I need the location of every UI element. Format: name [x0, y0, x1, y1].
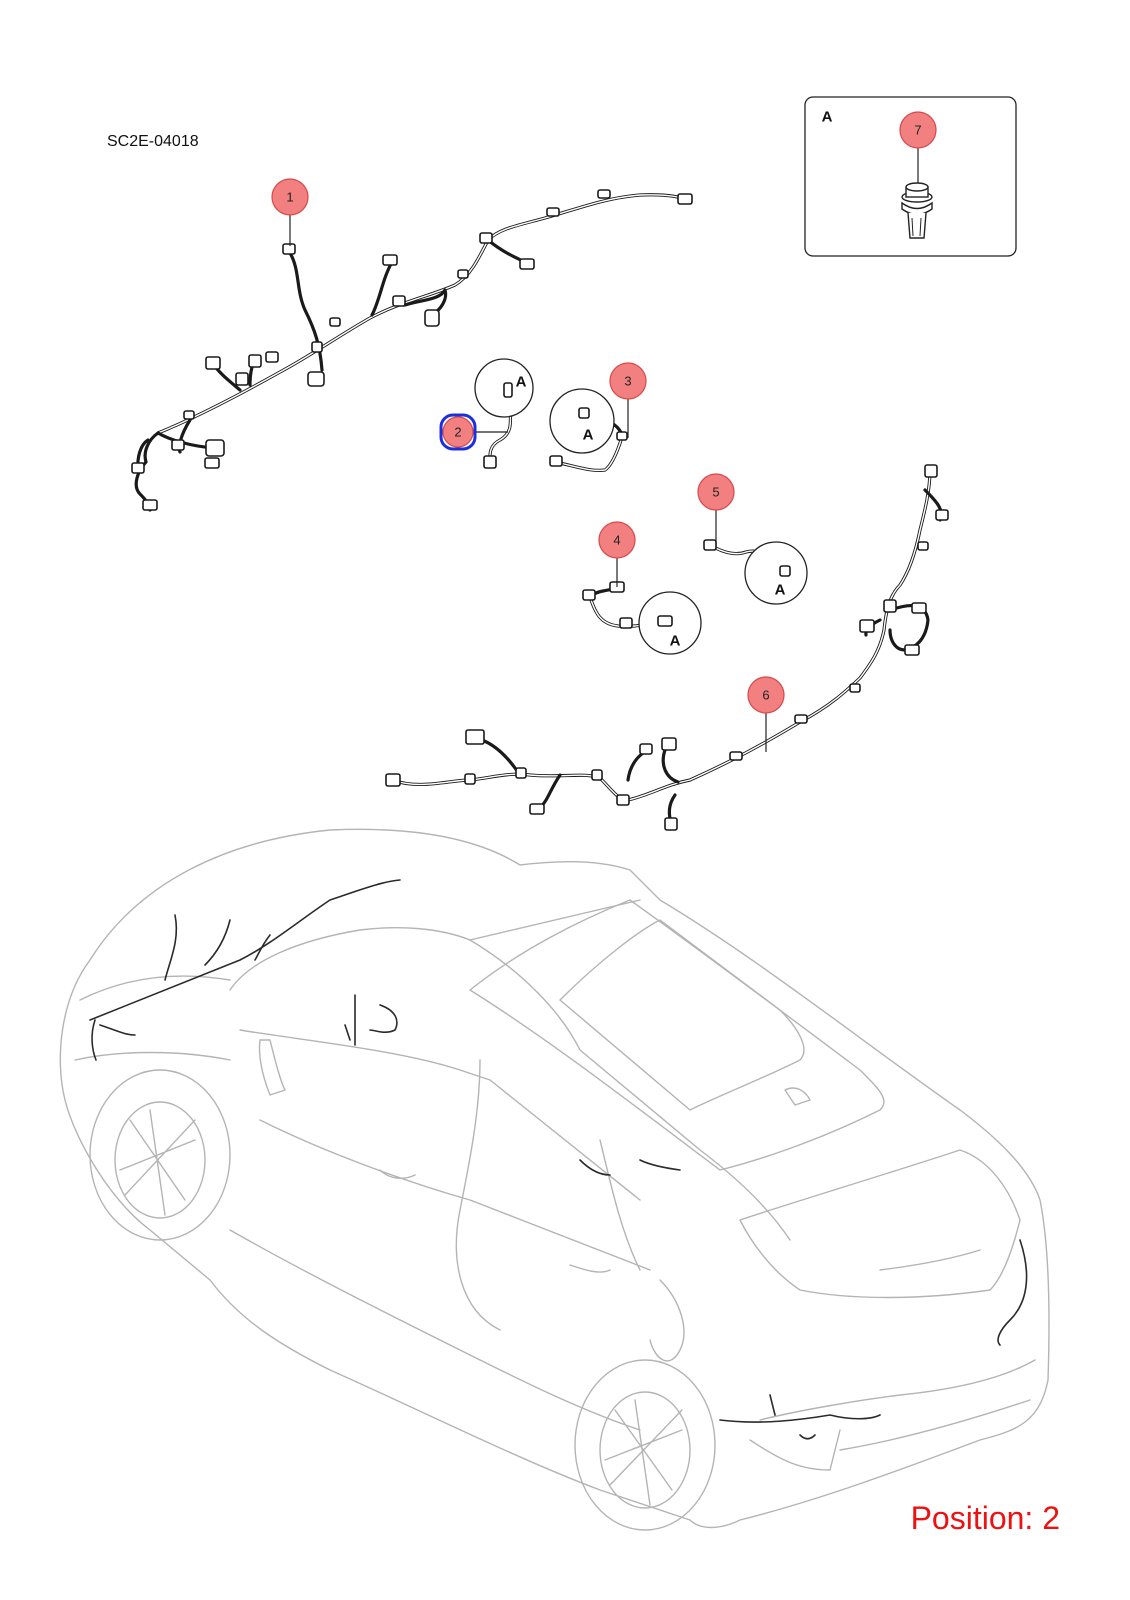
- part-2-detail-label: A: [516, 374, 527, 391]
- part-5-detail-label: A: [775, 582, 786, 599]
- part-2-harness: A: [474, 358, 534, 469]
- callout-2[interactable]: 2: [439, 413, 508, 451]
- callout-3[interactable]: 3: [609, 362, 647, 438]
- callout-4[interactable]: 4: [598, 521, 636, 587]
- diagram-code: SC2E-04018: [107, 133, 199, 150]
- part-4-detail-label: A: [670, 633, 681, 650]
- callout-5-label: 5: [712, 485, 719, 500]
- callout-1[interactable]: 1: [271, 178, 309, 246]
- callout-7-label: 7: [914, 123, 921, 138]
- callout-6[interactable]: 6: [747, 676, 785, 752]
- callout-1-label: 1: [286, 190, 293, 205]
- selected-callout-highlight: [439, 413, 477, 451]
- part-3-detail-label: A: [583, 427, 594, 444]
- callout-6-label: 6: [762, 688, 769, 703]
- callout-3-label: 3: [624, 374, 631, 389]
- part-6-harness: [385, 464, 949, 831]
- callout-5[interactable]: 5: [697, 473, 735, 545]
- callout-7[interactable]: 7: [899, 111, 937, 183]
- part-4-harness: A: [582, 581, 702, 655]
- vehicle-outline: [59, 828, 1050, 1531]
- inset-label: A: [822, 109, 833, 126]
- part-3-harness: A: [549, 388, 628, 472]
- callout-4-label: 4: [613, 533, 620, 548]
- part-5-harness: A: [703, 539, 808, 605]
- clip-fastener-icon: [901, 182, 933, 239]
- position-indicator: Position: 2: [910, 1500, 1060, 1536]
- callout-2-label: 2: [454, 425, 461, 440]
- inset-box-a: A: [804, 96, 1017, 257]
- part-1-front-harness: [131, 189, 693, 512]
